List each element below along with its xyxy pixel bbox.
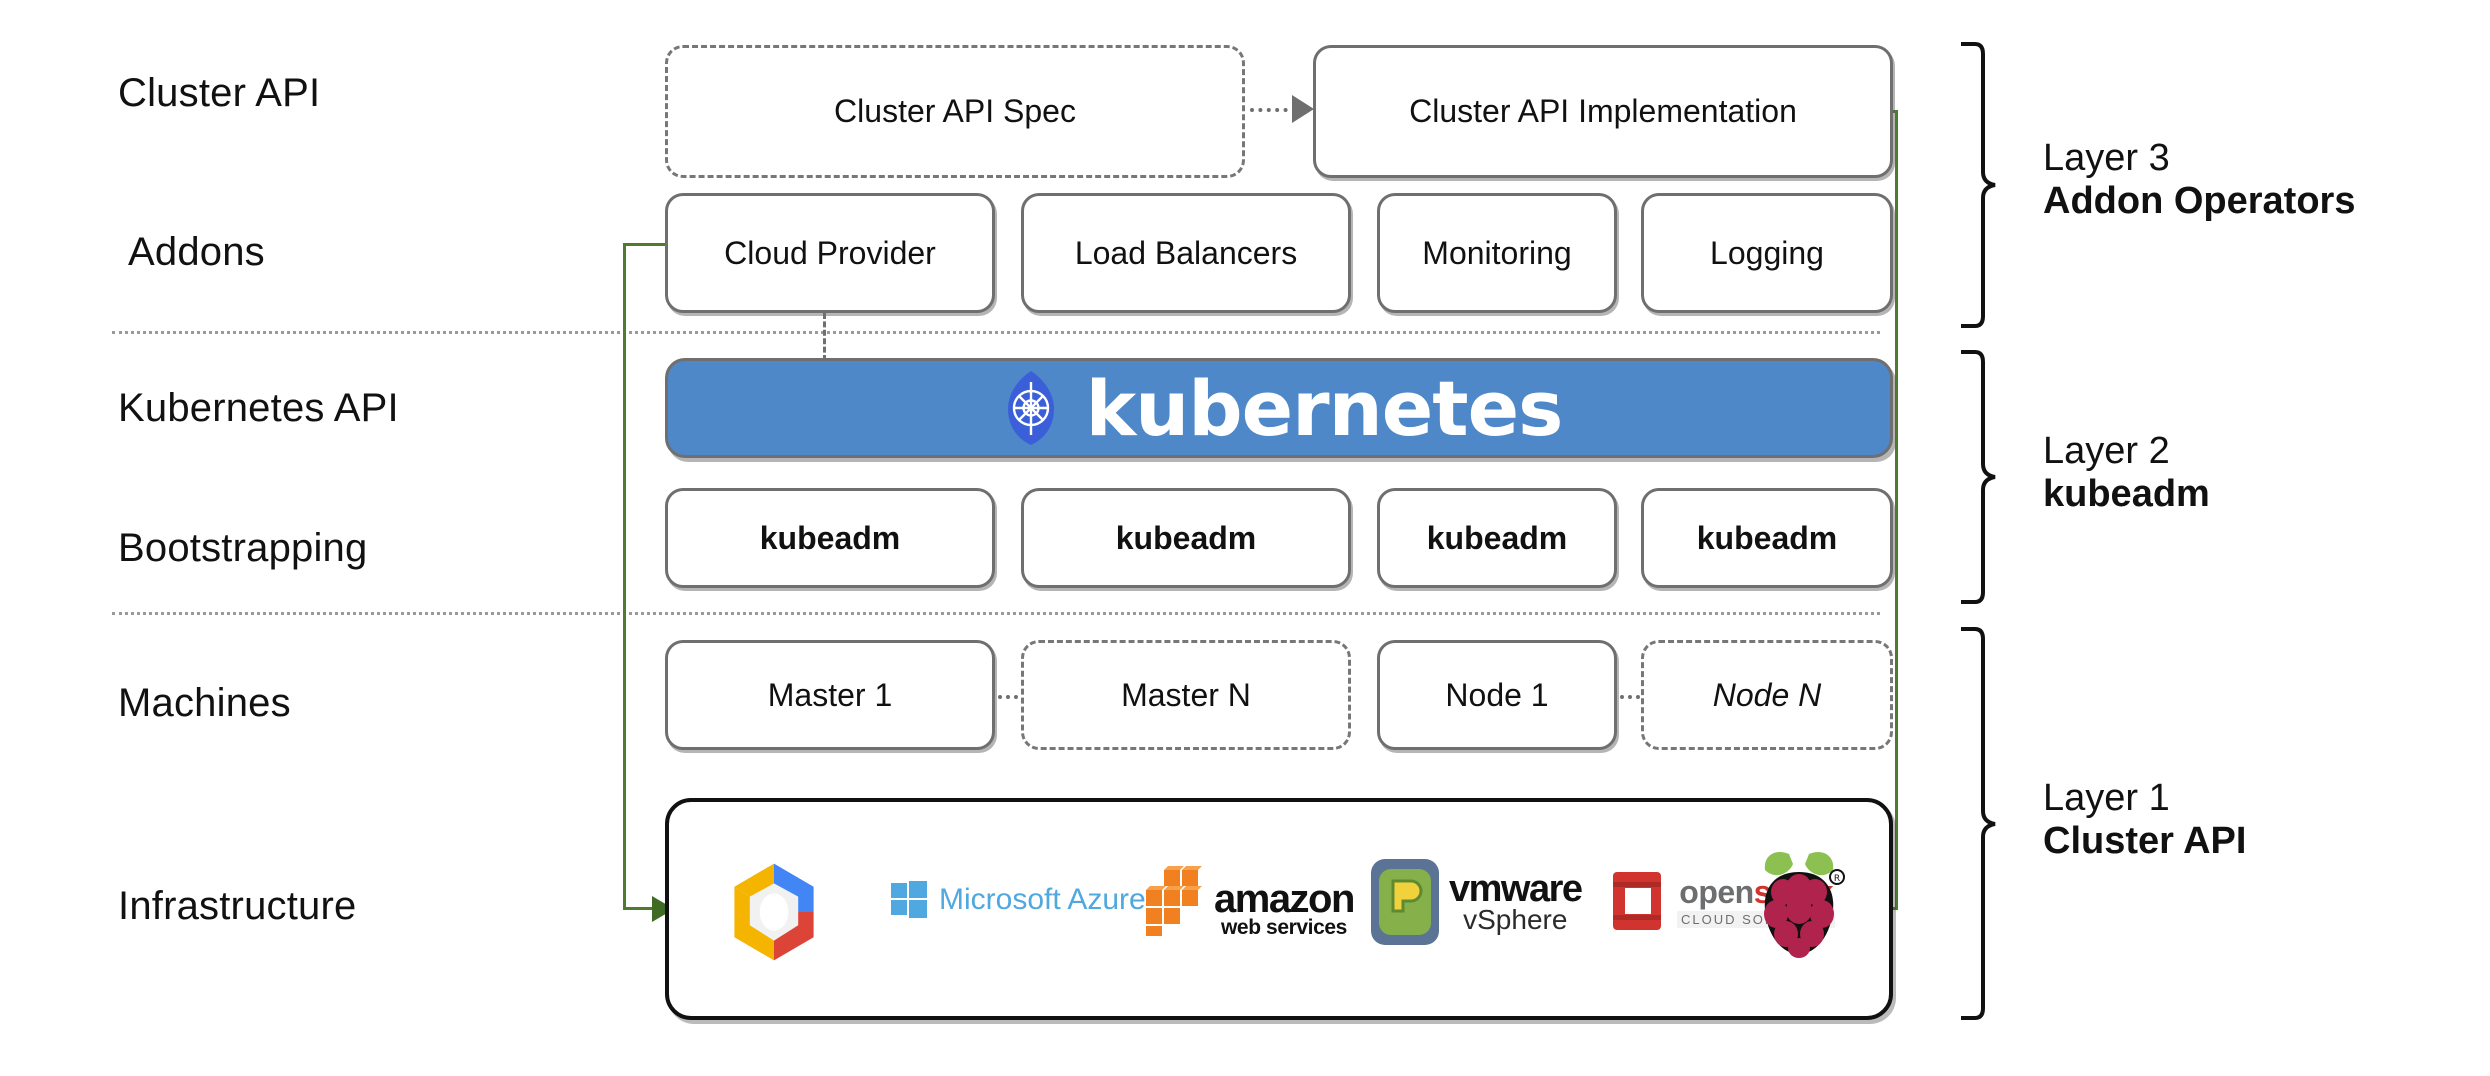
row-label-addons: Addons — [128, 230, 265, 274]
layer-1-number: Layer 1 — [2043, 777, 2170, 819]
box-label: Node N — [1712, 676, 1822, 713]
green-connector-left-vertical — [623, 243, 626, 910]
box-node-n[interactable]: Node N — [1641, 640, 1893, 750]
dotted-connector-node1-nodeN — [1620, 695, 1640, 699]
box-addon-monitoring[interactable]: Monitoring — [1377, 193, 1617, 313]
logo-raspberry-pi: R — [1749, 844, 1849, 964]
layer-3-number: Layer 3 — [2043, 137, 2170, 179]
box-label: Cloud Provider — [724, 234, 936, 271]
kubernetes-wordmark: kubernetes — [1085, 363, 1564, 453]
logo-google-cloud-platform — [719, 857, 829, 967]
box-label: Master 1 — [767, 676, 893, 713]
vmware-wordmark: vmware vSphere — [1449, 867, 1583, 935]
box-kubeadm-2[interactable]: kubeadm — [1021, 488, 1351, 588]
green-connector-left-top-stub — [623, 243, 668, 246]
box-master-1[interactable]: Master 1 — [665, 640, 995, 750]
layer-2-text: Layer 2 kubeadm — [2043, 430, 2210, 515]
box-master-n[interactable]: Master N — [1021, 640, 1351, 750]
aws-wordmark: amazon web services — [1214, 876, 1355, 940]
layer-2-name: kubeadm — [2043, 472, 2210, 515]
box-kubeadm-1[interactable]: kubeadm — [665, 488, 995, 588]
separator-layer2-layer1 — [112, 612, 1880, 615]
box-label: kubeadm — [1426, 519, 1568, 556]
box-kubeadm-4[interactable]: kubeadm — [1641, 488, 1893, 588]
box-addon-cloud-provider[interactable]: Cloud Provider — [665, 193, 995, 313]
aws-secondary-text: web services — [1220, 916, 1347, 940]
box-infrastructure[interactable]: Microsoft Azure amazon — [665, 798, 1893, 1020]
box-cluster-api-spec[interactable]: Cluster API Spec — [665, 45, 1245, 178]
layer-group-1: Layer 1 Cluster API — [1955, 625, 2475, 1022]
dashed-connector-addons-to-kubernetes — [823, 313, 826, 361]
curly-brace-icon — [1961, 350, 1996, 604]
kubernetes-banner: kubernetes — [665, 358, 1893, 458]
row-label-cluster-api: Cluster API — [118, 71, 321, 115]
separator-layer3-layer2 — [112, 331, 1880, 334]
kubernetes-helm-icon — [1007, 371, 1054, 445]
azure-wordmark: Microsoft Azure — [939, 883, 1146, 916]
layer-1-name: Cluster API — [2043, 819, 2247, 862]
layer-2-number: Layer 2 — [2043, 430, 2170, 472]
box-label: Monitoring — [1422, 234, 1572, 271]
curly-brace-icon — [1961, 42, 1996, 328]
green-connector-left-bottom-stub — [623, 907, 656, 910]
box-kubeadm-3[interactable]: kubeadm — [1377, 488, 1617, 588]
box-label: Cluster API Spec — [834, 93, 1076, 129]
box-cluster-api-implementation[interactable]: Cluster API Implementation — [1313, 45, 1893, 178]
azure-windows-icon — [891, 881, 927, 918]
box-label: kubeadm — [759, 519, 901, 556]
layer-group-2: Layer 2 kubeadm — [1955, 348, 2475, 606]
row-label-machines: Machines — [118, 681, 291, 725]
layer-1-text: Layer 1 Cluster API — [2043, 777, 2246, 862]
svg-text:R: R — [1834, 874, 1840, 884]
curly-brace-icon — [1961, 627, 1996, 1020]
openstack-icon — [1613, 872, 1661, 930]
raspberry-pi-icon: R — [1764, 851, 1845, 958]
vmware-primary-text: vmware — [1449, 867, 1583, 910]
layer-group-3: Layer 3 Addon Operators — [1955, 40, 2475, 330]
vmware-icon — [1371, 859, 1439, 945]
layer-3-name: Addon Operators — [2043, 179, 2356, 222]
box-label: Master N — [1121, 676, 1251, 713]
box-label: Node 1 — [1445, 676, 1549, 713]
box-node-1[interactable]: Node 1 — [1377, 640, 1617, 750]
dotted-connector-master1-masterN — [998, 695, 1018, 699]
row-label-infrastructure: Infrastructure — [118, 884, 357, 928]
box-addon-load-balancers[interactable]: Load Balancers — [1021, 193, 1351, 313]
box-label: kubeadm — [1115, 519, 1257, 556]
row-label-kubernetes-api: Kubernetes API — [118, 386, 399, 430]
aws-boxes-icon — [1146, 866, 1202, 936]
box-label: kubeadm — [1696, 519, 1838, 556]
box-label: Load Balancers — [1074, 234, 1298, 271]
logo-microsoft-azure: Microsoft Azure — [889, 880, 1146, 920]
dotted-arrowhead-icon — [1292, 95, 1314, 123]
gcp-hexagon-icon — [734, 863, 814, 961]
logo-amazon-web-services: amazon web services — [1144, 862, 1355, 940]
logo-vmware-vsphere: vmware vSphere — [1369, 857, 1583, 947]
aws-primary-text: amazon — [1214, 876, 1355, 921]
layer-3-text: Layer 3 Addon Operators — [2043, 137, 2355, 222]
vmware-secondary-text: vSphere — [1463, 903, 1568, 935]
box-addon-logging[interactable]: Logging — [1641, 193, 1893, 313]
box-label: Logging — [1710, 234, 1824, 271]
dotted-connector-spec-to-impl — [1250, 108, 1296, 112]
green-connector-right-vertical — [1895, 110, 1898, 910]
row-label-bootstrapping: Bootstrapping — [118, 526, 368, 570]
box-label: Cluster API Implementation — [1409, 93, 1797, 129]
